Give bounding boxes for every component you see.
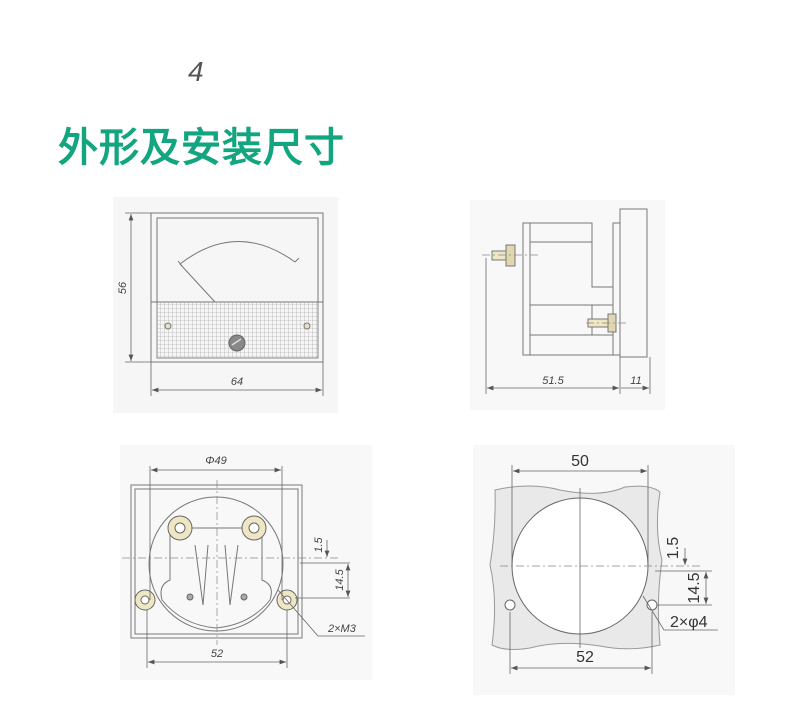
side-view: 51.5 11 (470, 200, 665, 410)
cutout-hole-label: 2×φ4 (670, 614, 708, 631)
cutout-hole-spacing-dimension: 52 (576, 649, 594, 666)
rear-view: Φ49 1.5 14.5 2×M3 52 (120, 445, 372, 680)
needle (179, 263, 216, 303)
thread-label: 2×M3 (327, 623, 357, 635)
section-title: 外形及安装尺寸 (58, 125, 345, 171)
cutout-diameter-dimension: 50 (571, 453, 589, 470)
cutout-offset-dimension: 1.5 (665, 537, 682, 559)
diameter-dimension: Φ49 (205, 455, 226, 467)
flange-dimension: 11 (630, 375, 641, 387)
cutout-hole-offset-dimension: 14.5 (686, 572, 703, 603)
front-view: 56 64 (113, 197, 338, 413)
offset-dimension: 1.5 (313, 536, 325, 552)
height-dimension: 56 (117, 281, 129, 294)
depth-dimension: 51.5 (542, 375, 564, 387)
section-number: 4 (188, 56, 204, 87)
width-dimension: 64 (231, 376, 243, 388)
hole-spacing-dimension: 52 (211, 648, 223, 660)
zero-adjust-screw (228, 334, 246, 352)
scale-arc (179, 241, 296, 265)
hole-offset-dimension: 14.5 (334, 568, 346, 590)
terminal-studs (134, 515, 298, 611)
cutout-view: 50 1.5 14.5 2×φ4 52 (473, 445, 735, 695)
